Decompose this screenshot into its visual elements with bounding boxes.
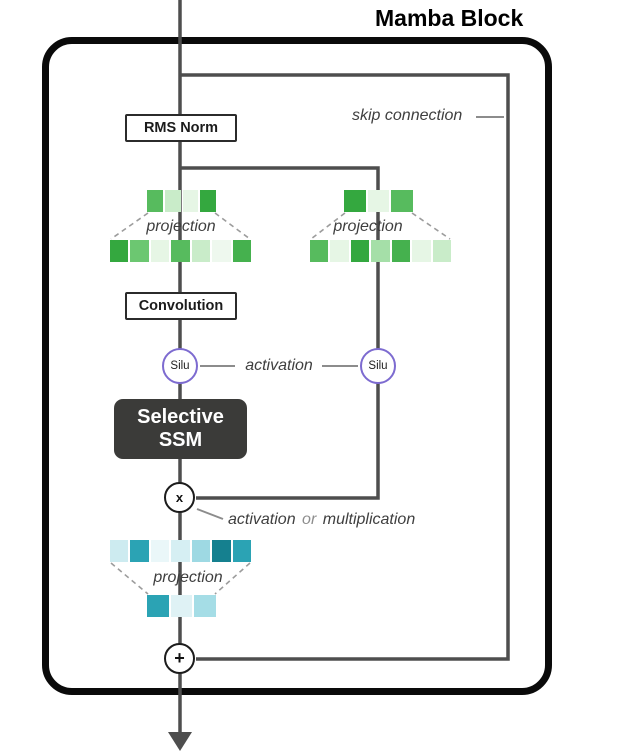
projection-left-label: projection: [146, 218, 216, 235]
matrix-cell: [171, 540, 190, 562]
projection-bottom-label: projection: [153, 569, 223, 586]
act-mult-multiplication: multiplication: [322, 511, 416, 528]
activation-or-multiplication-label: activation or multiplication: [228, 511, 415, 529]
matrix-cell: [194, 595, 217, 617]
matrix-cell: [130, 540, 149, 562]
projection-right-label: projection: [333, 218, 403, 235]
matrix-cell: [182, 190, 199, 212]
output-arrowhead-icon: [168, 732, 192, 751]
projection-bottom-dash-r: [214, 562, 251, 595]
multiply-node: x: [164, 482, 195, 513]
matrix-cell: [310, 240, 329, 262]
silu-label-left: Silu: [170, 360, 190, 372]
multiply-label: x: [175, 490, 184, 505]
matrix-cell: [371, 240, 390, 262]
vector-row-bottom-wide: [110, 540, 251, 562]
matrix-cell: [110, 240, 129, 262]
silu-label-right: Silu: [368, 360, 388, 372]
act-mult-activation: activation: [228, 511, 296, 528]
vector-row-left-small: [147, 190, 216, 212]
skip-connection-label: skip connection: [352, 107, 463, 124]
matrix-cell: [212, 240, 231, 262]
multiplication-label-dash: [196, 508, 224, 520]
matrix-cell: [200, 190, 216, 212]
diagram-title: Mamba Block: [375, 5, 524, 31]
act-mult-or: or: [302, 511, 317, 528]
convolution-box: Convolution: [125, 292, 237, 320]
matrix-cell: [150, 540, 170, 562]
projection-right-dash-r: [411, 212, 451, 240]
matrix-cell: [147, 190, 163, 212]
matrix-cell: [212, 540, 231, 562]
selective-ssm-label-line2: SSM: [158, 429, 203, 451]
projection-left-dash-l: [110, 212, 149, 240]
matrix-cell: [147, 595, 169, 617]
projection-bottom-dash-l: [110, 562, 149, 595]
vector-row-bottom-small: [147, 595, 217, 617]
matrix-cell: [391, 190, 414, 212]
vector-row-right-wide: [310, 240, 451, 262]
add-label: +: [174, 648, 185, 668]
matrix-cell: [391, 240, 411, 262]
block-border: [42, 37, 552, 695]
activation-label: activation: [245, 357, 313, 374]
matrix-cell: [170, 595, 193, 617]
matrix-cell: [150, 240, 170, 262]
skip-connection-line: [180, 73, 510, 661]
rms-norm-box: RMS Norm: [125, 114, 237, 142]
selective-ssm-box: Selective SSM: [114, 399, 247, 459]
matrix-cell: [344, 190, 366, 212]
rms-norm-label: RMS Norm: [143, 120, 219, 136]
add-node: +: [164, 643, 195, 674]
matrix-cell: [232, 240, 251, 262]
projection-left-dash-r: [214, 212, 251, 240]
matrix-cell: [164, 190, 181, 212]
vector-row-left-wide: [110, 240, 251, 262]
silu-circle-right: Silu: [360, 348, 396, 384]
convolution-label: Convolution: [138, 298, 224, 314]
silu-circle-left: Silu: [162, 348, 198, 384]
matrix-cell: [232, 540, 251, 562]
matrix-cell: [191, 240, 211, 262]
matrix-cell: [171, 240, 190, 262]
matrix-cell: [330, 240, 349, 262]
vector-row-right-small: [344, 190, 414, 212]
projection-right-dash-l: [310, 212, 346, 240]
matrix-cell: [350, 240, 370, 262]
matrix-cell: [130, 240, 149, 262]
matrix-cell: [367, 190, 390, 212]
matrix-cell: [432, 240, 451, 262]
matrix-cell: [191, 540, 211, 562]
selective-ssm-label-line1: Selective: [137, 406, 224, 428]
matrix-cell: [412, 240, 431, 262]
matrix-cell: [110, 540, 129, 562]
gate-branch-line: [180, 166, 380, 500]
